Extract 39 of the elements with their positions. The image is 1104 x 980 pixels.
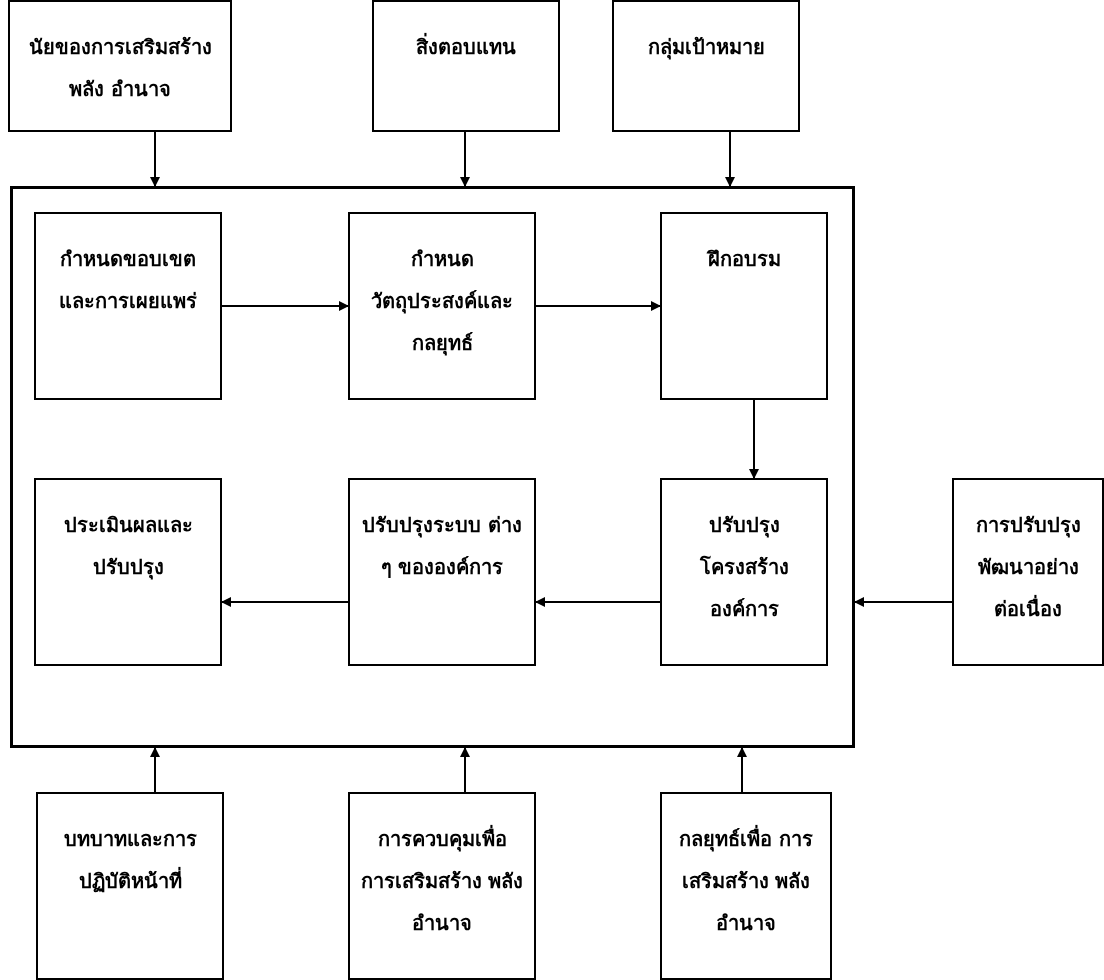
arrow: [150, 747, 160, 793]
process-box: [660, 792, 832, 980]
arrow: [737, 747, 747, 793]
arrow: [854, 597, 953, 607]
arrow: [460, 747, 470, 793]
box-label: ปรับปรุงระบบ ต่าง ๆ ขององค์การ: [361, 512, 523, 581]
arrow: [221, 597, 349, 607]
box-label: กำหนดขอบเขต และการเผยแพร่: [58, 246, 198, 315]
box-label: การควบคุมเพื่อ การเสริมสร้าง พลังอำนาจ: [359, 824, 525, 937]
process-box: [36, 792, 224, 980]
box-label: กำหนด วัตถุประสงค์และ กลยุทธ์: [370, 246, 514, 358]
process-box: [612, 0, 800, 132]
box-label: กลุ่มเป้าหมาย: [647, 34, 765, 62]
box-label: ปรับปรุง โครงสร้าง องค์การ: [698, 512, 790, 623]
box-label: บทบาทและการ ปฏิบัติหน้าที่: [62, 826, 198, 895]
box-label: สิ่งตอบแทน: [416, 32, 516, 61]
process-box: [348, 792, 536, 980]
process-box: [34, 212, 222, 400]
process-box: [660, 212, 828, 400]
arrow: [535, 597, 661, 607]
arrow: [150, 131, 160, 187]
box-label: การปรับปรุง พัฒนาอย่าง ต่อเนื่อง: [974, 512, 1082, 623]
arrow: [221, 301, 349, 311]
arrow: [460, 131, 470, 187]
process-box: [952, 478, 1104, 666]
process-box: [8, 0, 232, 132]
arrow: [749, 399, 759, 479]
box-label: นัยของการเสริมสร้างพลัง อำนาจ: [27, 34, 213, 103]
box-label: กลยุทธ์เพื่อ การเสริมสร้าง พลังอำนาจ: [678, 824, 814, 937]
process-box: [372, 0, 560, 132]
process-box: [348, 212, 536, 400]
arrow: [535, 301, 661, 311]
arrow: [725, 131, 735, 187]
process-box: [660, 478, 828, 666]
group-frame: [10, 186, 855, 748]
process-box: [34, 478, 222, 666]
box-label: ประเมินผลและ ปรับปรุง: [62, 512, 194, 582]
process-box: [348, 478, 536, 666]
box-label: ฝึกอบรม: [707, 246, 781, 273]
